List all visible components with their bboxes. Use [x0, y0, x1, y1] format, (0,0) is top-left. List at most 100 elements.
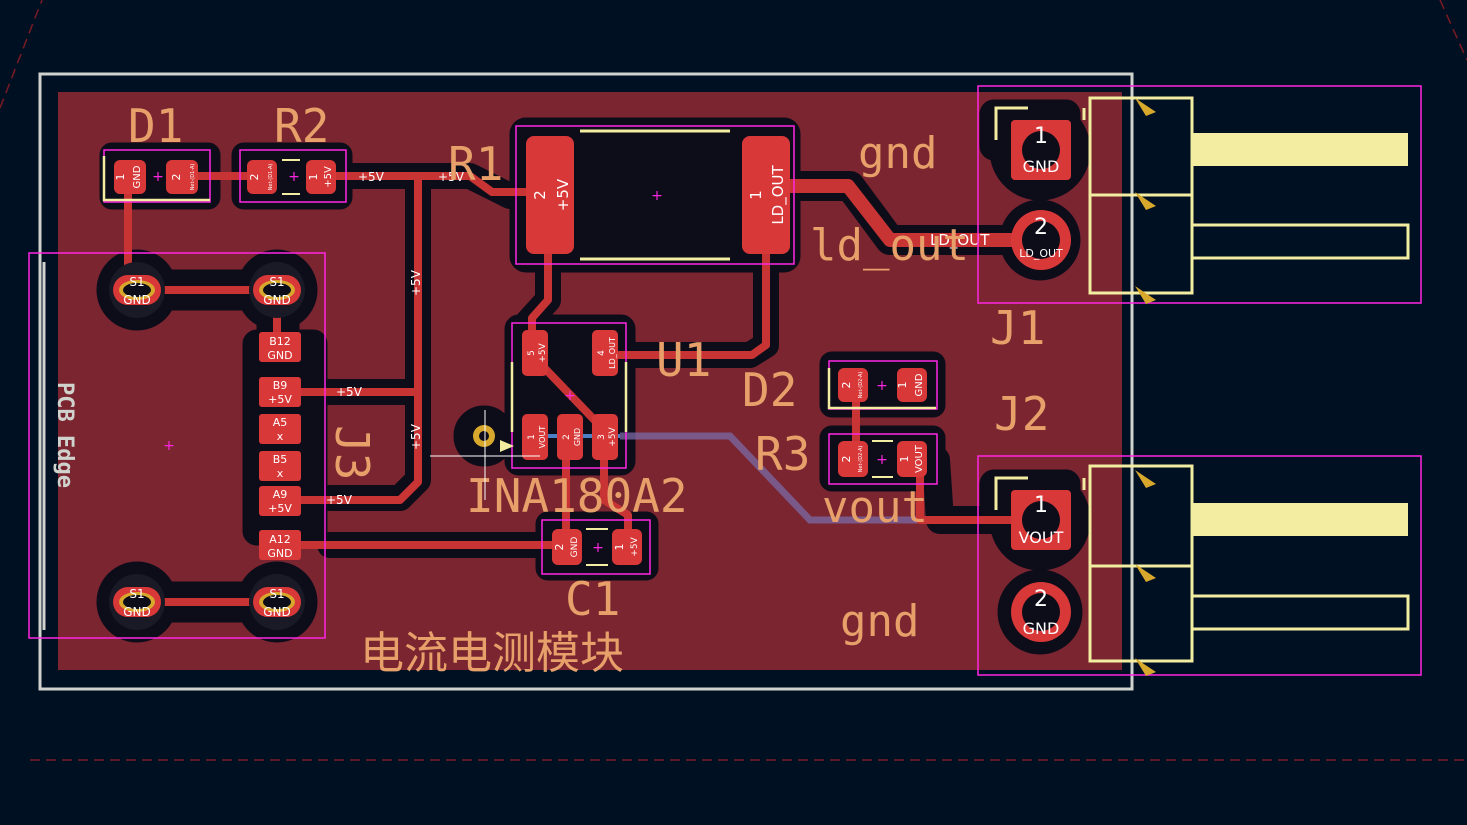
j3-usb-c-footprint[interactable]: S1 GND S1 GND S1 GND S1 GND: [28, 252, 379, 639]
j1-pad1-num: 1: [1034, 124, 1048, 149]
svg-text:+: +: [288, 169, 300, 185]
u1-pad2-net: GND: [573, 428, 582, 446]
j1-refdes: J1: [990, 301, 1045, 355]
svg-text:+: +: [564, 388, 576, 404]
r2-pad2-net: Net-(D1-A): [268, 164, 274, 191]
r3-pad2-num: 2: [840, 456, 853, 463]
track-label-5v-d: +5V: [326, 493, 353, 507]
j3-shield-pad[interactable]: S1 GND: [109, 574, 165, 630]
u1-refdes: U1: [656, 333, 711, 387]
pcb-edge-label: PCB Edge: [52, 382, 77, 488]
j3-pad-s1-label: S1: [269, 275, 284, 289]
j3-pad-s1-label: S1: [129, 587, 144, 601]
j1-connector-footprint[interactable]: 1 GND 2 LD_OUT J1: [977, 85, 1422, 355]
j3-pad-b12-net: GND: [267, 349, 292, 362]
track-net-labels: +5V +5V +5V +5V +5V +5V LD_OUT: [326, 170, 990, 507]
j2-pad2-num: 2: [1034, 587, 1048, 612]
track-ld-out-thick[interactable]: [790, 179, 1040, 247]
via[interactable]: [473, 425, 495, 447]
d2-pad1-net: GND: [914, 373, 925, 396]
d2-footprint[interactable]: 2 Net-(D2-A) 1 GND + D2: [742, 360, 938, 417]
svg-text:+: +: [651, 188, 663, 204]
r2-pad2-num: 2: [248, 174, 261, 181]
j3-shield-pad[interactable]: S1 GND: [109, 262, 165, 318]
j3-shield-pad[interactable]: S1 GND: [249, 262, 305, 318]
r3-footprint[interactable]: 2 Net-(D2-A) 1 VOUT + R3: [755, 427, 938, 485]
svg-text:+: +: [876, 452, 888, 468]
r1-pad2-net: +5V: [554, 178, 572, 211]
track-label-5v-c: +5V: [336, 385, 363, 399]
r3-pad1-net: VOUT: [914, 444, 925, 473]
j2-connector-footprint[interactable]: 1 VOUT 2 GND J2: [977, 387, 1422, 676]
crosshair-cursor: [430, 410, 540, 500]
silk-ld-out: ld_out: [810, 220, 969, 271]
u1-pad5-net: +5V: [538, 342, 548, 362]
j3-pad-s1-label: S1: [129, 275, 144, 289]
j3-signal-pads[interactable]: B12 GND B9 +5V A5 x B5 x A9 +5V A12 GND: [259, 332, 301, 560]
track-label-5v-f: +5V: [409, 423, 423, 450]
svg-text:+: +: [876, 378, 888, 394]
back-trace-vout[interactable]: [620, 432, 940, 524]
u1-pad4-num: 4: [597, 350, 607, 356]
d1-pad1-num: 1: [114, 174, 127, 181]
r1-pad2-num: 2: [531, 190, 549, 200]
j3-pad-a9-num: A9: [273, 488, 288, 501]
svg-text:+: +: [152, 169, 164, 185]
j3-pad-s1-net: GND: [263, 293, 291, 307]
u1-pad4-net: LD_OUT: [608, 337, 617, 369]
j3-pad-s1-net: GND: [123, 605, 151, 619]
track-label-5v-a: +5V: [358, 170, 385, 184]
j1-pin-marker-icons: [1135, 98, 1156, 304]
j3-shield-pads[interactable]: S1 GND S1 GND S1 GND S1 GND: [109, 262, 305, 630]
j3-pad-b12-num: B12: [269, 335, 291, 348]
r2-footprint[interactable]: 2 Net-(D1-A) 1 +5V + R2: [239, 99, 347, 203]
d1-footprint[interactable]: 1 GND 2 Net-(D1-A) + D1: [102, 99, 211, 203]
c1-pad1-net: +5V: [630, 536, 640, 556]
r1-pad1-num: 1: [747, 190, 765, 200]
j3-pad-b9-net: +5V: [268, 393, 292, 406]
silk-module-title: 电流电测模块: [360, 628, 624, 679]
j3-center-marker: +: [163, 438, 175, 454]
d1-refdes: D1: [128, 99, 183, 153]
d1-pad1-net: GND: [132, 165, 143, 188]
c1-footprint[interactable]: 2 GND 1 +5V + C1: [541, 519, 651, 626]
u1-pad3-net: +5V: [608, 426, 618, 446]
j3-refdes: J3: [325, 425, 379, 480]
j2-pad1-net: VOUT: [1019, 528, 1064, 547]
d2-pad2-net: Net-(D2-A): [858, 372, 864, 399]
ina-part-label: INA180A2: [466, 469, 688, 523]
r1-footprint[interactable]: 2 +5V 1 LD_OUT + R1: [448, 125, 795, 265]
j3-pad-s1-net: GND: [263, 605, 291, 619]
d1-pad2-num: 2: [170, 174, 183, 181]
j3-pad-b9-num: B9: [273, 379, 288, 392]
svg-text:+: +: [592, 540, 604, 556]
c1-refdes: C1: [565, 572, 620, 626]
track-label-ld-out: LD_OUT: [930, 231, 990, 250]
r3-refdes: R3: [755, 427, 810, 481]
r2-pad1-net: +5V: [323, 166, 334, 188]
track-label-5v-b: +5V: [438, 170, 465, 184]
board-edge-cuts: [38, 72, 1134, 691]
j3-pad-b5-num: B5: [273, 453, 288, 466]
silk-gnd-top: gnd: [858, 128, 937, 179]
silkscreen-labels: gnd ld_out vout gnd 电流电测模块: [360, 128, 969, 679]
j3-pad-b5-net: x: [277, 467, 284, 480]
silk-gnd-bottom: gnd: [840, 596, 919, 647]
j2-pin-marker-icons: [1135, 470, 1156, 676]
r3-pad1-num: 1: [898, 456, 911, 463]
u1-footprint[interactable]: 5 +5V 4 LD_OUT 1 VOUT 2 GND 3 +5V + U1 I…: [466, 322, 711, 523]
j2-pad1-num: 1: [1034, 493, 1048, 518]
j3-pad-a12-net: GND: [267, 547, 292, 560]
r2-pad1-num: 1: [307, 174, 320, 181]
j3-pad-s1-label: S1: [269, 587, 284, 601]
j1-pad2-net: LD_OUT: [1019, 247, 1063, 260]
j3-courtyard: [28, 252, 326, 639]
r3-pad2-net: Net-(D2-A): [858, 446, 864, 473]
j3-shield-pad[interactable]: S1 GND: [249, 574, 305, 630]
silk-vout: vout: [822, 482, 928, 533]
u1-pad1-net: VOUT: [538, 426, 547, 448]
r2-refdes: R2: [274, 99, 329, 153]
d1-pad2-net: Net-(D1-A): [190, 164, 196, 191]
j3-pad-a5-net: x: [277, 430, 284, 443]
